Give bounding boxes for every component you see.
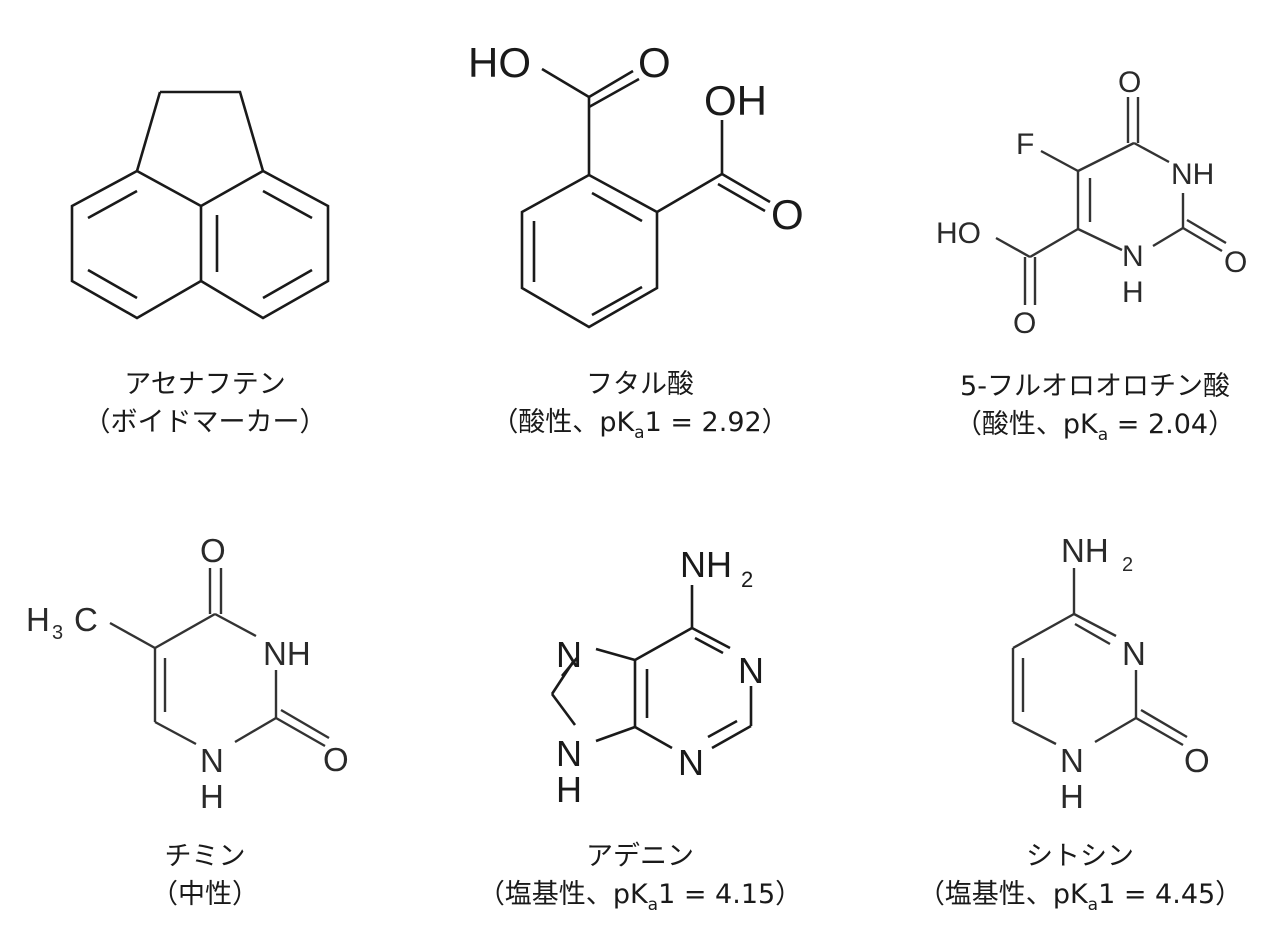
atom-label: O <box>200 532 226 569</box>
atom-label: O <box>1118 66 1141 99</box>
atom-label: 2 <box>741 567 753 592</box>
atom-label: N <box>200 742 224 779</box>
compound-name: シトシン <box>1026 841 1134 872</box>
atom-label: O <box>1184 742 1210 779</box>
compound-property: （塩基性、pKa1 = 4.45） <box>917 879 1243 915</box>
compound-name: フタル酸 <box>586 369 694 400</box>
atom-label: N <box>738 650 764 691</box>
compound-name: チミン <box>164 841 246 872</box>
5-fluoroorotic-acid-caption: 5-フルオロオロチン酸 （酸性、pKa = 2.04） <box>930 368 1260 444</box>
adenine-structure-icon: NH 2 N N N N H <box>550 544 764 810</box>
atom-label: H <box>200 778 224 815</box>
atom-label: NH <box>680 544 732 585</box>
atom-label: NH <box>1061 532 1109 569</box>
atom-label: N <box>1122 240 1144 273</box>
thymine-structure-icon: O H 3 C NH N H O <box>26 532 349 815</box>
atom-label: O <box>638 39 671 86</box>
acenaphthene-structure-icon <box>70 90 330 320</box>
atom-label: HO <box>936 217 981 250</box>
atom-label: O <box>771 191 804 238</box>
atom-label: H <box>26 601 50 638</box>
cytosine-caption: シトシン （塩基性、pKa1 = 4.45） <box>880 838 1280 914</box>
5-fluoroorotic-acid-structure-icon: O F NH HO N H O O <box>936 66 1247 340</box>
compound-property: （酸性、pKa1 = 2.92） <box>491 407 789 443</box>
atom-label: N <box>678 742 704 783</box>
cytosine-structure-icon: NH 2 N N H O <box>1011 532 1210 815</box>
compound-property: （塩基性、pKa1 = 4.15） <box>477 879 803 915</box>
atom-label: 3 <box>52 622 63 644</box>
atom-label: 2 <box>1122 554 1133 576</box>
atom-label: NH <box>263 635 311 672</box>
atom-label: N <box>556 733 582 774</box>
atom-label: O <box>1224 246 1247 279</box>
compound-property: （中性） <box>151 879 259 910</box>
compound-name: アデニン <box>586 841 694 872</box>
phthalic-acid-caption: フタル酸 （酸性、pKa1 = 2.92） <box>440 366 840 442</box>
atom-label: HO <box>468 39 531 86</box>
atom-label: N <box>1122 635 1146 672</box>
atom-label: N <box>1060 742 1084 779</box>
atom-label: F <box>1016 128 1034 161</box>
thymine-caption: チミン （中性） <box>110 838 300 914</box>
atom-label: NH <box>1171 158 1214 191</box>
compound-property: （ボイドマーカー） <box>83 407 327 438</box>
compound-name: 5-フルオロオロチン酸 <box>960 371 1230 402</box>
acenaphthene-caption: アセナフテン （ボイドマーカー） <box>60 366 350 442</box>
atom-label: N <box>556 634 582 675</box>
atom-label: C <box>74 601 98 638</box>
atom-label: O <box>323 741 349 778</box>
atom-label: H <box>1122 276 1144 309</box>
compound-name: アセナフテン <box>124 369 286 400</box>
atom-label: OH <box>704 77 767 124</box>
atom-label: H <box>1060 778 1084 815</box>
atom-label: H <box>556 769 582 810</box>
compound-property: （酸性、pKa = 2.04） <box>954 409 1236 445</box>
atom-label: O <box>1013 307 1036 340</box>
phthalic-acid-structure-icon: HO O OH O <box>468 39 804 329</box>
adenine-caption: アデニン （塩基性、pKa1 = 4.15） <box>440 838 840 914</box>
